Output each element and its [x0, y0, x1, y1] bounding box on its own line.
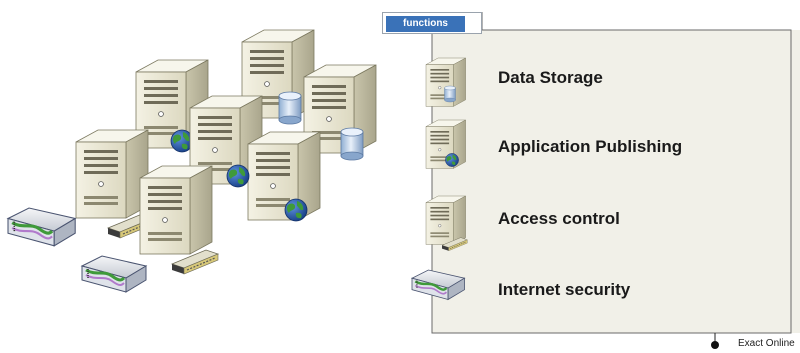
footer-label: Exact Online [738, 338, 795, 349]
functions-panel [432, 30, 800, 333]
function-label-application-publishing: Application Publishing [498, 137, 683, 156]
function-label-data-storage: Data Storage [498, 68, 603, 87]
firewall-appliance-icon [410, 268, 466, 301]
server-database-icon [425, 57, 466, 107]
functions-tab-label: functions [386, 16, 465, 32]
footer-marker-dot [711, 341, 719, 349]
functions-tab[interactable]: functions [382, 12, 482, 34]
server-globe-icon [425, 119, 466, 169]
function-label-internet-security: Internet security [498, 280, 631, 299]
function-label-access-control: Access control [498, 209, 620, 228]
server-drive-icon [425, 195, 468, 252]
